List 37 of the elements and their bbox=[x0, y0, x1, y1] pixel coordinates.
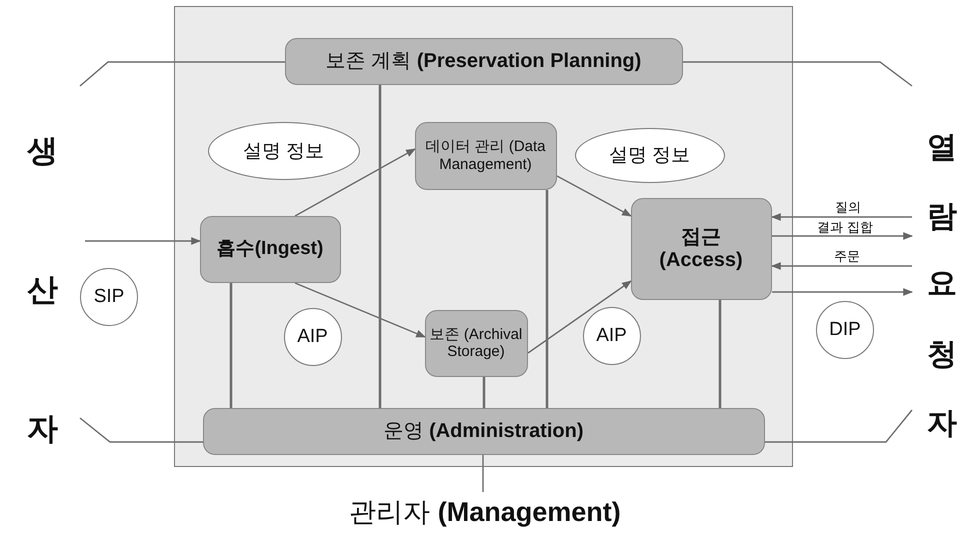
edge-label: 결과 집합 bbox=[815, 220, 875, 234]
arrow bbox=[85, 237, 201, 245]
consumer-label: 열람요청자 bbox=[912, 80, 970, 460]
system-frame bbox=[174, 6, 793, 467]
connector-line bbox=[378, 85, 382, 408]
management-label: 관리자 (Management) bbox=[330, 492, 640, 532]
arrow bbox=[294, 148, 416, 217]
function-box: 흡수(Ingest) bbox=[200, 216, 340, 282]
package-circle: AIP bbox=[582, 306, 640, 364]
connector-line bbox=[230, 283, 232, 408]
arrow bbox=[294, 282, 426, 338]
connector-line bbox=[718, 300, 722, 408]
function-box: 데이터 관리 (Data Management) bbox=[414, 122, 556, 190]
producer-label: 생산자 bbox=[4, 80, 80, 532]
connector-line bbox=[482, 377, 486, 408]
function-box: 보존 계획 (Preservation Planning) bbox=[284, 38, 682, 84]
arrow bbox=[772, 288, 913, 296]
arrow bbox=[772, 232, 913, 240]
connector-line bbox=[546, 190, 548, 408]
arrow bbox=[556, 175, 632, 217]
connector-line bbox=[765, 410, 913, 443]
connector-line bbox=[80, 417, 203, 443]
info-ellipse: 설명 정보 bbox=[208, 122, 360, 180]
function-box: 접근 (Access) bbox=[630, 198, 772, 300]
package-circle: AIP bbox=[284, 308, 342, 366]
connector-line bbox=[482, 455, 484, 492]
arrow bbox=[771, 262, 912, 270]
package-circle: DIP bbox=[816, 301, 874, 359]
connector-line bbox=[683, 61, 912, 87]
info-ellipse: 설명 정보 bbox=[574, 128, 724, 182]
edge-label: 주문 bbox=[832, 250, 862, 262]
arrow bbox=[528, 280, 632, 354]
arrow bbox=[771, 213, 912, 221]
function-box: 운영 (Administration) bbox=[202, 408, 764, 454]
package-circle: SIP bbox=[80, 268, 138, 326]
function-box: 보존 (Archival Storage) bbox=[424, 310, 528, 376]
connector-line bbox=[80, 61, 285, 87]
